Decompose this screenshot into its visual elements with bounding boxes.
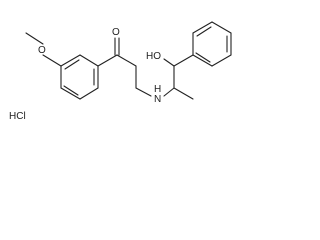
amine-nitrogen-label: N: [154, 94, 161, 105]
carbonyl-oxygen-label: O: [112, 27, 120, 38]
hydrochloride-label: HCl: [9, 111, 26, 122]
phenyl-ring: [192, 21, 232, 67]
methoxy-group: [25, 32, 62, 67]
ether-oxygen-label: O: [38, 45, 46, 56]
ketone-chain: [97, 37, 152, 97]
structure-diagram: O O H N HO HCl: [9, 21, 232, 122]
amino-alcohol-chain: [163, 54, 194, 100]
amine-hydrogen-label: H: [154, 84, 161, 95]
hydroxyl-label: HO: [146, 51, 161, 62]
methoxyphenyl-ring: [60, 54, 99, 100]
